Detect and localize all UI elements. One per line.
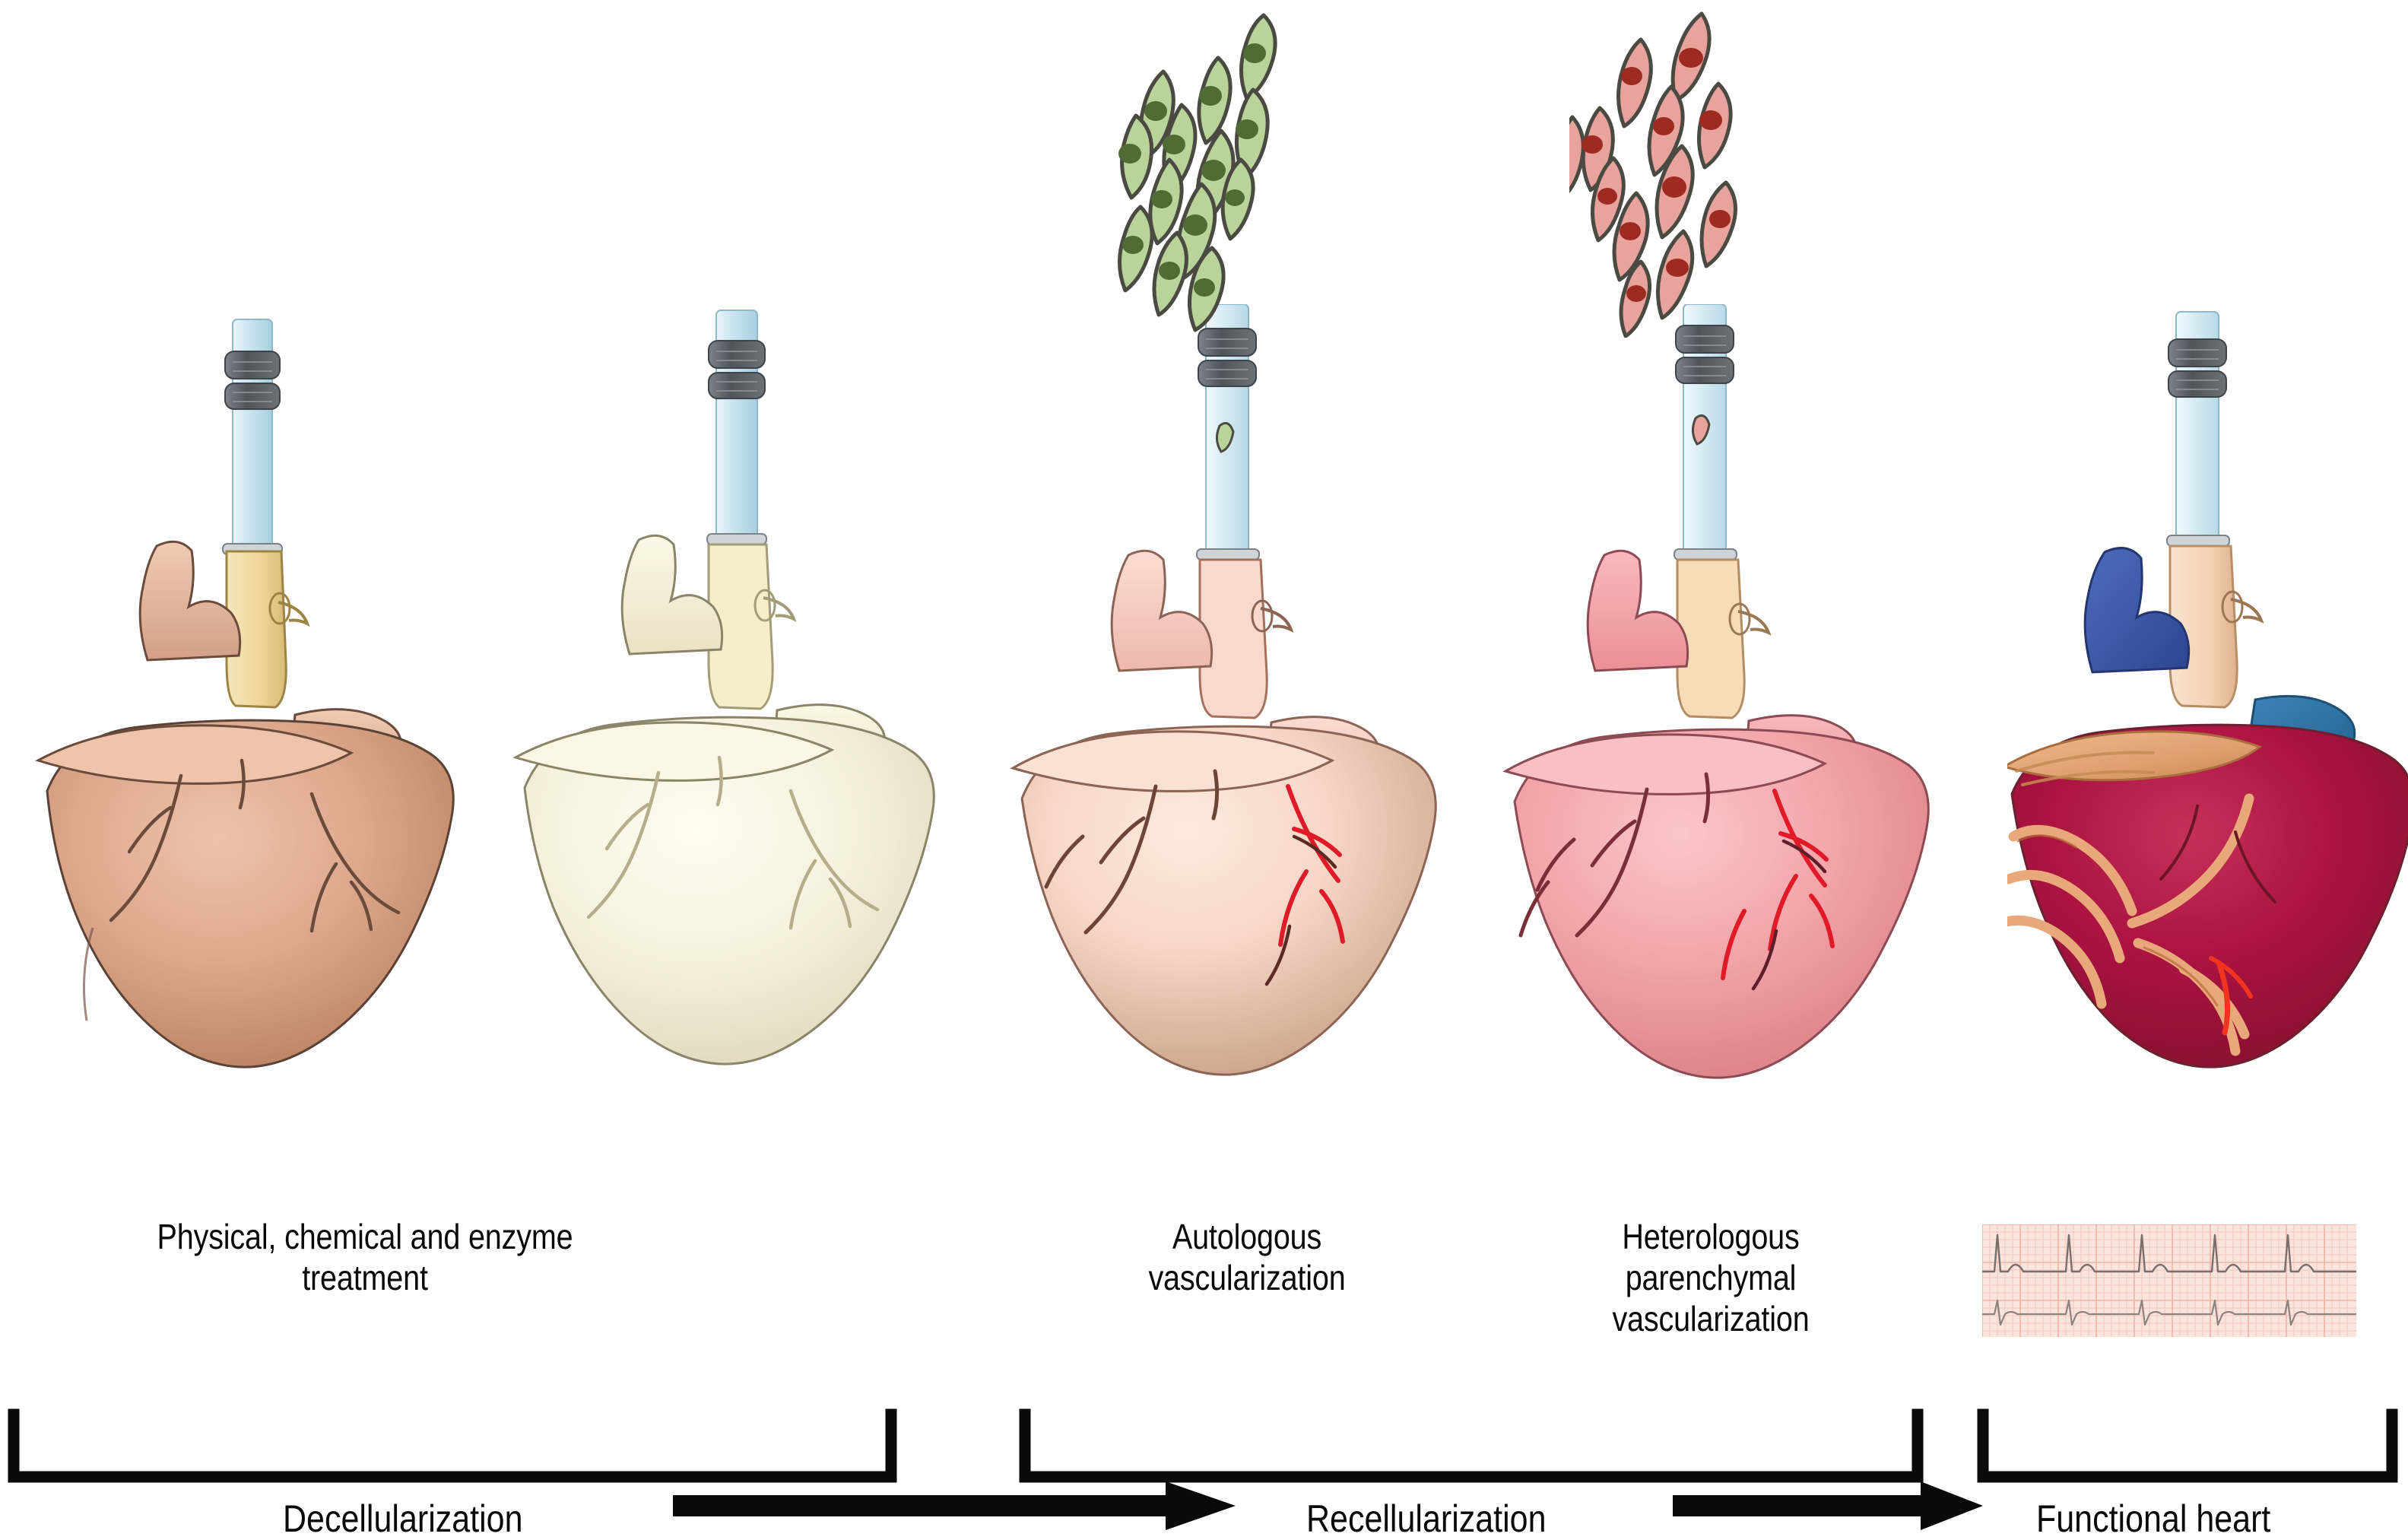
perfusion-cannula bbox=[1674, 304, 1737, 560]
aorta bbox=[1198, 558, 1268, 719]
stage-native-heart bbox=[8, 304, 479, 1171]
cell-in-cannula bbox=[1692, 414, 1711, 446]
suture-tie bbox=[1260, 607, 1294, 633]
stage-functional-heart bbox=[2007, 304, 2408, 1171]
coronary-vessels bbox=[586, 755, 880, 930]
red-vessel-branch bbox=[2216, 960, 2231, 1036]
ventricular-myocardium bbox=[1513, 728, 1930, 1079]
label-autologous-vascularization: Autologous vascularization bbox=[1148, 1217, 1346, 1297]
stage-reparenchymated-heart bbox=[1502, 11, 1974, 1171]
left-atrial-appendage bbox=[1010, 730, 1335, 792]
perfusion-cannula bbox=[222, 319, 283, 555]
coronary-grooves bbox=[1518, 772, 1711, 938]
endothelial-cells-group bbox=[1117, 13, 1277, 332]
ventricular-myocardium bbox=[2010, 723, 2408, 1068]
decellularized-heart-illustration bbox=[512, 310, 935, 1065]
perfusion-cannula bbox=[706, 310, 767, 545]
ecg-lead-1 bbox=[1982, 1234, 2356, 1273]
suture-tie bbox=[2230, 598, 2264, 624]
perfusion-cannula bbox=[2166, 311, 2230, 547]
coronary-vessels bbox=[109, 758, 401, 933]
aorta bbox=[1676, 558, 1746, 719]
pulmonary-artery-stump bbox=[1110, 549, 1214, 672]
pulmonary-artery-stump bbox=[138, 540, 242, 662]
phase-label-recellularization: Recellularization bbox=[1306, 1497, 1547, 1540]
ventricular-myocardium bbox=[46, 719, 455, 1068]
recellularization-bracket bbox=[1019, 1408, 1924, 1483]
pulmonary-artery-stump bbox=[620, 534, 724, 656]
suture-tie bbox=[1737, 610, 1772, 637]
aorta bbox=[225, 550, 287, 709]
pulmonary-artery-stump bbox=[1586, 549, 1689, 672]
phase-label-functional-heart: Functional heart bbox=[2036, 1497, 2271, 1540]
coronary-grooves bbox=[1044, 769, 1220, 935]
stage-decellularized-heart bbox=[479, 304, 950, 1171]
ecg-strip bbox=[1982, 1224, 2356, 1337]
vessel-shadows bbox=[1751, 839, 1827, 991]
reparenchymated-heart-illustration bbox=[1502, 304, 1930, 1079]
aorta bbox=[707, 543, 774, 710]
native-heart-illustration bbox=[35, 319, 455, 1068]
ecg-lead-2 bbox=[1982, 1299, 2356, 1326]
cell-nuclei bbox=[1118, 43, 1266, 297]
decellularization-bracket bbox=[8, 1408, 897, 1483]
coronary-vessels-orange bbox=[2007, 793, 2254, 1056]
coronary-grooves bbox=[2159, 805, 2276, 903]
ecm-scaffold bbox=[523, 716, 935, 1065]
stage-revascularized-heart bbox=[987, 13, 1458, 1171]
new-coronary-vessels bbox=[1278, 784, 1345, 947]
label-heterologous-parenchymal-vascularization: Heterologous parenchymal vascularization bbox=[1612, 1217, 1810, 1338]
functional-heart-bracket bbox=[1977, 1408, 2398, 1483]
revascularized-heart-illustration bbox=[1010, 304, 1437, 1076]
parenchymal-cells-group bbox=[1569, 11, 1737, 338]
left-atrial-appendage bbox=[35, 724, 354, 785]
left-atrial-appendage-orange bbox=[2007, 730, 2263, 782]
cell-nuclei bbox=[1582, 48, 1731, 302]
process-arrow-1 bbox=[673, 1481, 1236, 1530]
perfusion-cannula bbox=[1196, 304, 1260, 560]
vessel-shadows bbox=[1264, 834, 1337, 986]
process-arrow-2 bbox=[1673, 1481, 1983, 1530]
new-coronary-vessels bbox=[1721, 789, 1835, 980]
left-atrial-appendage bbox=[512, 721, 835, 782]
phase-label-decellularization: Decellularization bbox=[283, 1497, 523, 1540]
ecg-trace bbox=[1982, 1224, 2356, 1337]
label-physical-chemical-enzyme-treatment: Physical, chemical and enzyme treatment bbox=[157, 1217, 573, 1297]
left-atrial-appendage bbox=[1502, 733, 1828, 795]
pulmonary-artery-blue bbox=[2083, 547, 2191, 674]
ventricular-myocardium bbox=[1020, 725, 1437, 1076]
cell-in-cannula bbox=[1216, 421, 1235, 453]
functional-heart-illustration bbox=[2007, 311, 2408, 1068]
suture-tie bbox=[763, 596, 797, 623]
